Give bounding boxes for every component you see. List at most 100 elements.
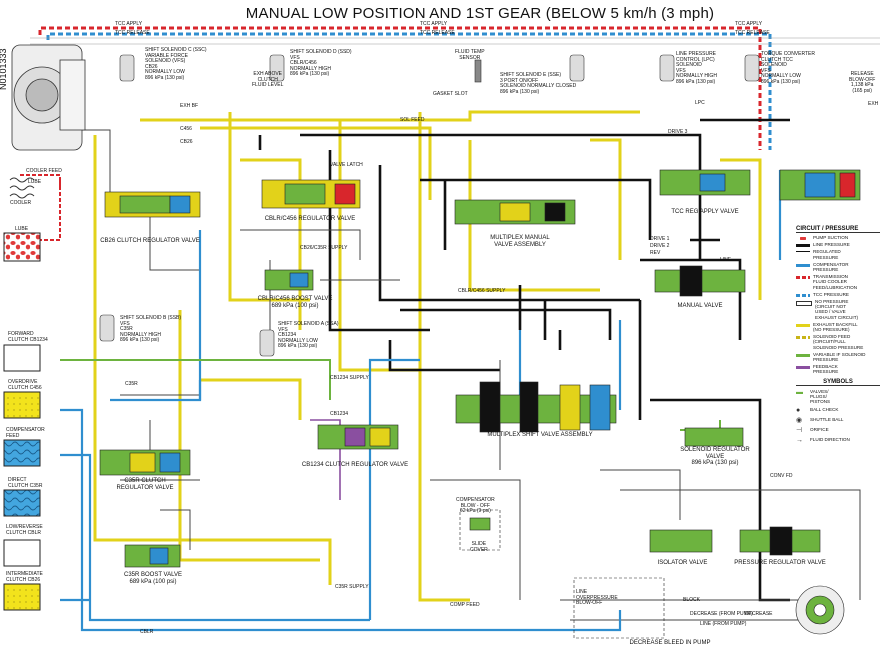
legend-item: SOLENOID FEED (CIRCUIT/FULL SOLENOID PRE… bbox=[796, 334, 880, 350]
manual-valve-label: MANUAL VALVE bbox=[677, 303, 723, 309]
legend-item-label: LINE PRESSURE bbox=[813, 242, 850, 248]
exh-bf-label: EXH BF bbox=[180, 103, 199, 109]
transmission-illustration bbox=[11, 44, 86, 151]
cb26-valve-body bbox=[104, 191, 201, 218]
cblr-boost-label: CBLR/C456 BOOST VALVE 689 kPa (100 psi) bbox=[257, 296, 333, 309]
isolator-body bbox=[649, 529, 713, 553]
exh-label: EXH bbox=[868, 101, 879, 107]
slide-cover-label: SLIDE COVER bbox=[470, 541, 488, 553]
regulated-lines bbox=[60, 129, 861, 621]
cblr-valve-body bbox=[261, 179, 361, 209]
legend-item-label: SOLENOID FEED (CIRCUIT/FULL SOLENOID PRE… bbox=[813, 334, 864, 350]
legend-item-label: TCC PRESSURE bbox=[813, 291, 849, 297]
legend-symbol: ⊣ ORIFICE bbox=[796, 427, 880, 434]
legend-symbol: ▬VALVES/ PLUGS/ PISTONS bbox=[796, 389, 880, 405]
legend-item-label: VARIABLE IF SOLENOID PRESSURE bbox=[813, 351, 866, 363]
tcc-solenoid-label: TORQUE CONVERTER CLUTCH TCC SOLENOID VFS… bbox=[761, 51, 815, 85]
tcc-solenoid-body bbox=[779, 169, 861, 201]
multiplex-shift-label: MULTIPLEX SHIFT VALVE ASSEMBLY bbox=[487, 432, 593, 438]
tcc-release-label-3: TCC RELEASE bbox=[735, 30, 770, 36]
tcc-release-label-2: TCC RELEASE bbox=[420, 30, 455, 36]
multiplex-manual-body bbox=[454, 199, 576, 225]
cb26-label: CB26 bbox=[180, 139, 193, 145]
cooler-label: COOLER bbox=[10, 200, 32, 206]
direct-clutch-box bbox=[3, 489, 41, 517]
legend-symbol-label: BALL CHECK bbox=[810, 407, 839, 413]
valve-latch-label: VALVE LATCH bbox=[330, 162, 363, 168]
c35r-label: C35R bbox=[125, 381, 138, 387]
decrease-bleed-label: DECREASE BLEED IN PUMP bbox=[629, 640, 711, 646]
c35r-supply-label: C35R SUPPLY bbox=[335, 584, 369, 590]
gasket-slot-label: GASKET SLOT bbox=[433, 91, 468, 97]
compensator-label: COMPENSATOR FEED bbox=[6, 427, 45, 439]
legend-item-label: REGULATED PRESSURE bbox=[813, 249, 841, 260]
c456-label: C456 bbox=[180, 126, 192, 132]
line-pump-label: LINE (FROM PUMP) bbox=[700, 621, 747, 627]
lube-box bbox=[3, 232, 41, 262]
sol-feed-label: SOL FEED bbox=[400, 117, 425, 123]
legend-swatch bbox=[796, 251, 810, 253]
rev-label: REV bbox=[650, 250, 661, 256]
tcc-apply-label-3: TCC APPLY bbox=[735, 21, 763, 27]
tcc-release-label: TCC RELEASE bbox=[115, 30, 150, 36]
solenoid-reg-body bbox=[684, 427, 744, 447]
cblr-label: CBLR bbox=[140, 629, 154, 635]
legend-symbol-label: ORIFICE bbox=[810, 427, 829, 433]
legend-symbol-label: FLUID DIRECTION bbox=[810, 437, 850, 443]
lube-label: LUBE bbox=[15, 226, 29, 232]
legend-swatch bbox=[796, 323, 810, 327]
ssb-label: SHIFT SOLENOID B (SSB) VFS C35R NORMALLY… bbox=[120, 315, 182, 343]
c35r-boost-label: C35R BOOST VALVE 689 kPa (100 psi) bbox=[123, 572, 183, 585]
multiplex-shift-body bbox=[455, 381, 617, 433]
exh-above-label: EXH ABOVE CLUTCH FLUID LEVEL bbox=[252, 71, 284, 88]
line-over-label: LINE OVERPRESSURE BLOW-OFF bbox=[576, 589, 618, 606]
cb1234-valve-body bbox=[317, 424, 399, 450]
pressure-reg-label: PRESSURE REGULATOR VALVE bbox=[734, 560, 826, 566]
valve-bodies bbox=[99, 169, 861, 639]
line-over-body bbox=[573, 577, 665, 639]
forward-clutch-box bbox=[3, 344, 41, 372]
legend-item: PUMP SUCTION bbox=[796, 235, 880, 240]
legend-item-label: TRANSMISSION FLUID COOLER FEED/LUBRICATI… bbox=[813, 274, 858, 290]
cb26-valve-label: CB26 CLUTCH REGULATOR VALVE bbox=[100, 238, 200, 244]
ball-check-icon: ● bbox=[796, 407, 801, 415]
lowreverse-label: LOW/REVERSE CLUTCH CBLR bbox=[6, 524, 43, 536]
cooler-coil-icon bbox=[9, 177, 35, 199]
legend-item: EXHAUST BACKFILL (NO PRESSURE) bbox=[796, 322, 880, 332]
comp-blowoff-label: COMPENSATOR BLOW - OFF 62 kPa (9 psi) bbox=[456, 497, 495, 514]
legend-item-label: COMPENSATOR PRESSURE bbox=[813, 261, 849, 273]
legend-item-label: PUMP SUCTION bbox=[813, 235, 849, 240]
legend-symbols-title: SYMBOLS bbox=[796, 379, 880, 386]
ssd-label: SHIFT SOLENOID D (SSD) VFS CBLR/C456 NOR… bbox=[290, 49, 352, 77]
orifice-icon: ⊣ bbox=[796, 427, 803, 435]
pump-body bbox=[795, 585, 845, 635]
ssc-label: SHIFT SOLENOID C (SSC) VARIABLE FORCE SO… bbox=[145, 47, 207, 81]
cblr-boost-body bbox=[264, 269, 314, 291]
c35r-valve-body bbox=[99, 449, 191, 476]
release-blowoff-label: RELEASE BLOW-OFF 1,138 kPa (165 psi) bbox=[849, 71, 876, 94]
cooler-feed-label: COOLER FEED bbox=[26, 168, 62, 174]
line-pressure-lines bbox=[258, 118, 790, 602]
tcc-apply-label-2: TCC APPLY bbox=[420, 21, 448, 27]
legend-symbols: ▬VALVES/ PLUGS/ PISTONS●BALL CHECK◉SHUTT… bbox=[796, 389, 880, 445]
legend-item: NO PRESSURE (CIRCUIT NOT USED / VALVE EX… bbox=[796, 299, 880, 320]
sse-label: SHIFT SOLENOID E (SSE) 3 PORT ON/OFF SOL… bbox=[500, 72, 577, 95]
drive3-label: DRIVE 3 bbox=[668, 129, 688, 135]
arrow-icon: → bbox=[796, 437, 803, 445]
overdrive-clutch-box bbox=[3, 391, 41, 419]
conv-fd-label: CONV FD bbox=[770, 473, 793, 479]
intermediate-label: INTERMEDIATE CLUTCH CB26 bbox=[6, 571, 43, 583]
isolator-label: ISOLATOR VALVE bbox=[657, 560, 708, 566]
valve-icon: ▬ bbox=[796, 388, 803, 396]
legend-item: TRANSMISSION FLUID COOLER FEED/LUBRICATI… bbox=[796, 274, 880, 290]
legend-item: FEEDBACK PRESSURE bbox=[796, 364, 880, 374]
comp-blowoff-body bbox=[459, 509, 501, 551]
cb1234-valve-label: CB1234 CLUTCH REGULATOR VALVE bbox=[301, 462, 409, 468]
lube-small-label: LUBE bbox=[28, 179, 42, 185]
solenoid-reg-label: SOLENOID REGULATOR VALVE 896 kPa (130 ps… bbox=[680, 447, 750, 466]
fluid-temp-label: FLUID TEMP SENSOR bbox=[455, 49, 485, 61]
legend-item-label: FEEDBACK PRESSURE bbox=[813, 364, 839, 375]
legend-item: TCC PRESSURE bbox=[796, 292, 880, 297]
